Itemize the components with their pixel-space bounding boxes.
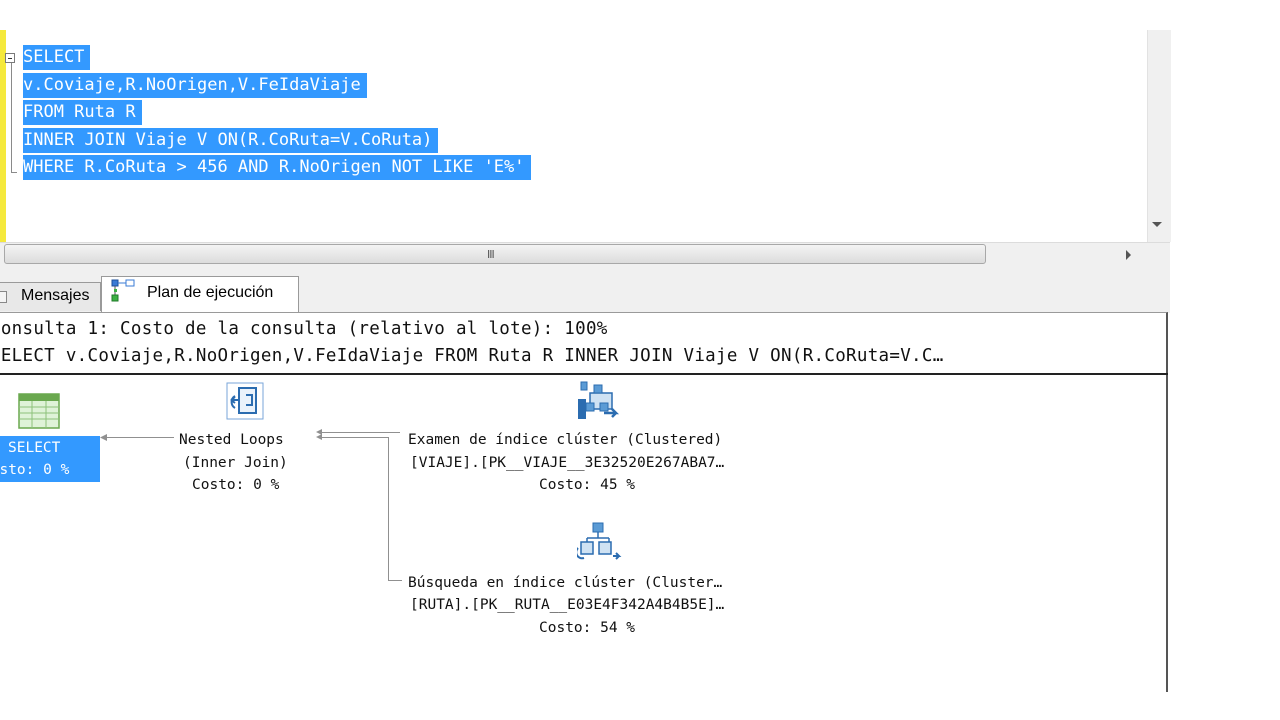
nested-loops-cost: Costo: 0 % [192,477,280,493]
query-text: SELECT v.Coviaje,R.NoOrigen,V.FeIdaViaje… [0,346,944,366]
clustered-index-seek-icon[interactable] [577,522,623,564]
connector-line [388,580,402,581]
query-cost-header: Consulta 1: Costo de la consulta (relati… [0,319,608,339]
index-scan-cost: Costo: 45 % [539,477,636,493]
arrow-head-icon [100,434,107,441]
tab-plan-label[interactable]: Plan de ejecución [147,284,274,301]
code-line[interactable]: WHERE R.CoRuta > 456 AND R.NoOrigen NOT … [23,155,531,180]
change-marker-bar [0,30,6,242]
collapse-region-icon[interactable] [5,53,15,63]
scroll-right-arrow-icon[interactable] [1126,250,1131,260]
index-seek-object: [RUTA].[PK__RUTA__E03E4F342A4B4B5E]… [410,597,725,613]
index-scan-object: [VIAJE].[PK__VIAJE__3E32520E267ABA7… [410,455,725,471]
scroll-grip-icon: III [487,248,495,261]
tab-mensajes[interactable] [0,282,101,311]
execution-plan-icon [111,279,135,302]
result-table-icon[interactable] [18,393,60,429]
connector-line [388,437,389,580]
nested-loops-label[interactable]: Nested Loops [179,432,284,448]
arrow-head-icon [316,429,322,440]
outline-gutter-end [11,172,17,173]
clustered-index-scan-icon[interactable] [576,381,622,423]
connector-line [322,437,388,438]
connector-line [322,432,400,433]
execution-plan-panel[interactable] [0,312,1168,692]
code-line[interactable]: INNER JOIN Viaje V ON(R.CoRuta=V.CoRuta) [23,128,439,153]
index-scan-label[interactable]: Examen de índice clúster (Clustered) [408,432,723,448]
outline-gutter-line [11,58,12,173]
tab-mensajes-label[interactable]: Mensajes [21,287,90,304]
select-node-cost: Costo: 0 % [0,462,70,478]
index-seek-label[interactable]: Búsqueda en índice clúster (Cluster… [408,575,723,591]
connector-line [104,437,174,438]
scroll-down-arrow-icon[interactable] [1152,222,1162,227]
horizontal-scroll-thumb[interactable] [4,244,986,264]
code-line[interactable]: FROM Ruta R [23,100,142,125]
nested-loops-join-type: (Inner Join) [183,455,288,471]
editor-vertical-scrollbar[interactable] [1147,30,1171,242]
select-node-label: SELECT [8,440,61,456]
code-line[interactable]: v.Coviaje,R.NoOrigen,V.FeIdaViaje [23,73,367,98]
messages-icon [0,291,7,303]
index-seek-cost: Costo: 54 % [539,620,636,636]
code-line[interactable]: SELECT [23,45,91,70]
select-node[interactable] [0,436,100,482]
plan-header-divider [0,373,1168,375]
nested-loops-icon[interactable] [226,382,264,420]
